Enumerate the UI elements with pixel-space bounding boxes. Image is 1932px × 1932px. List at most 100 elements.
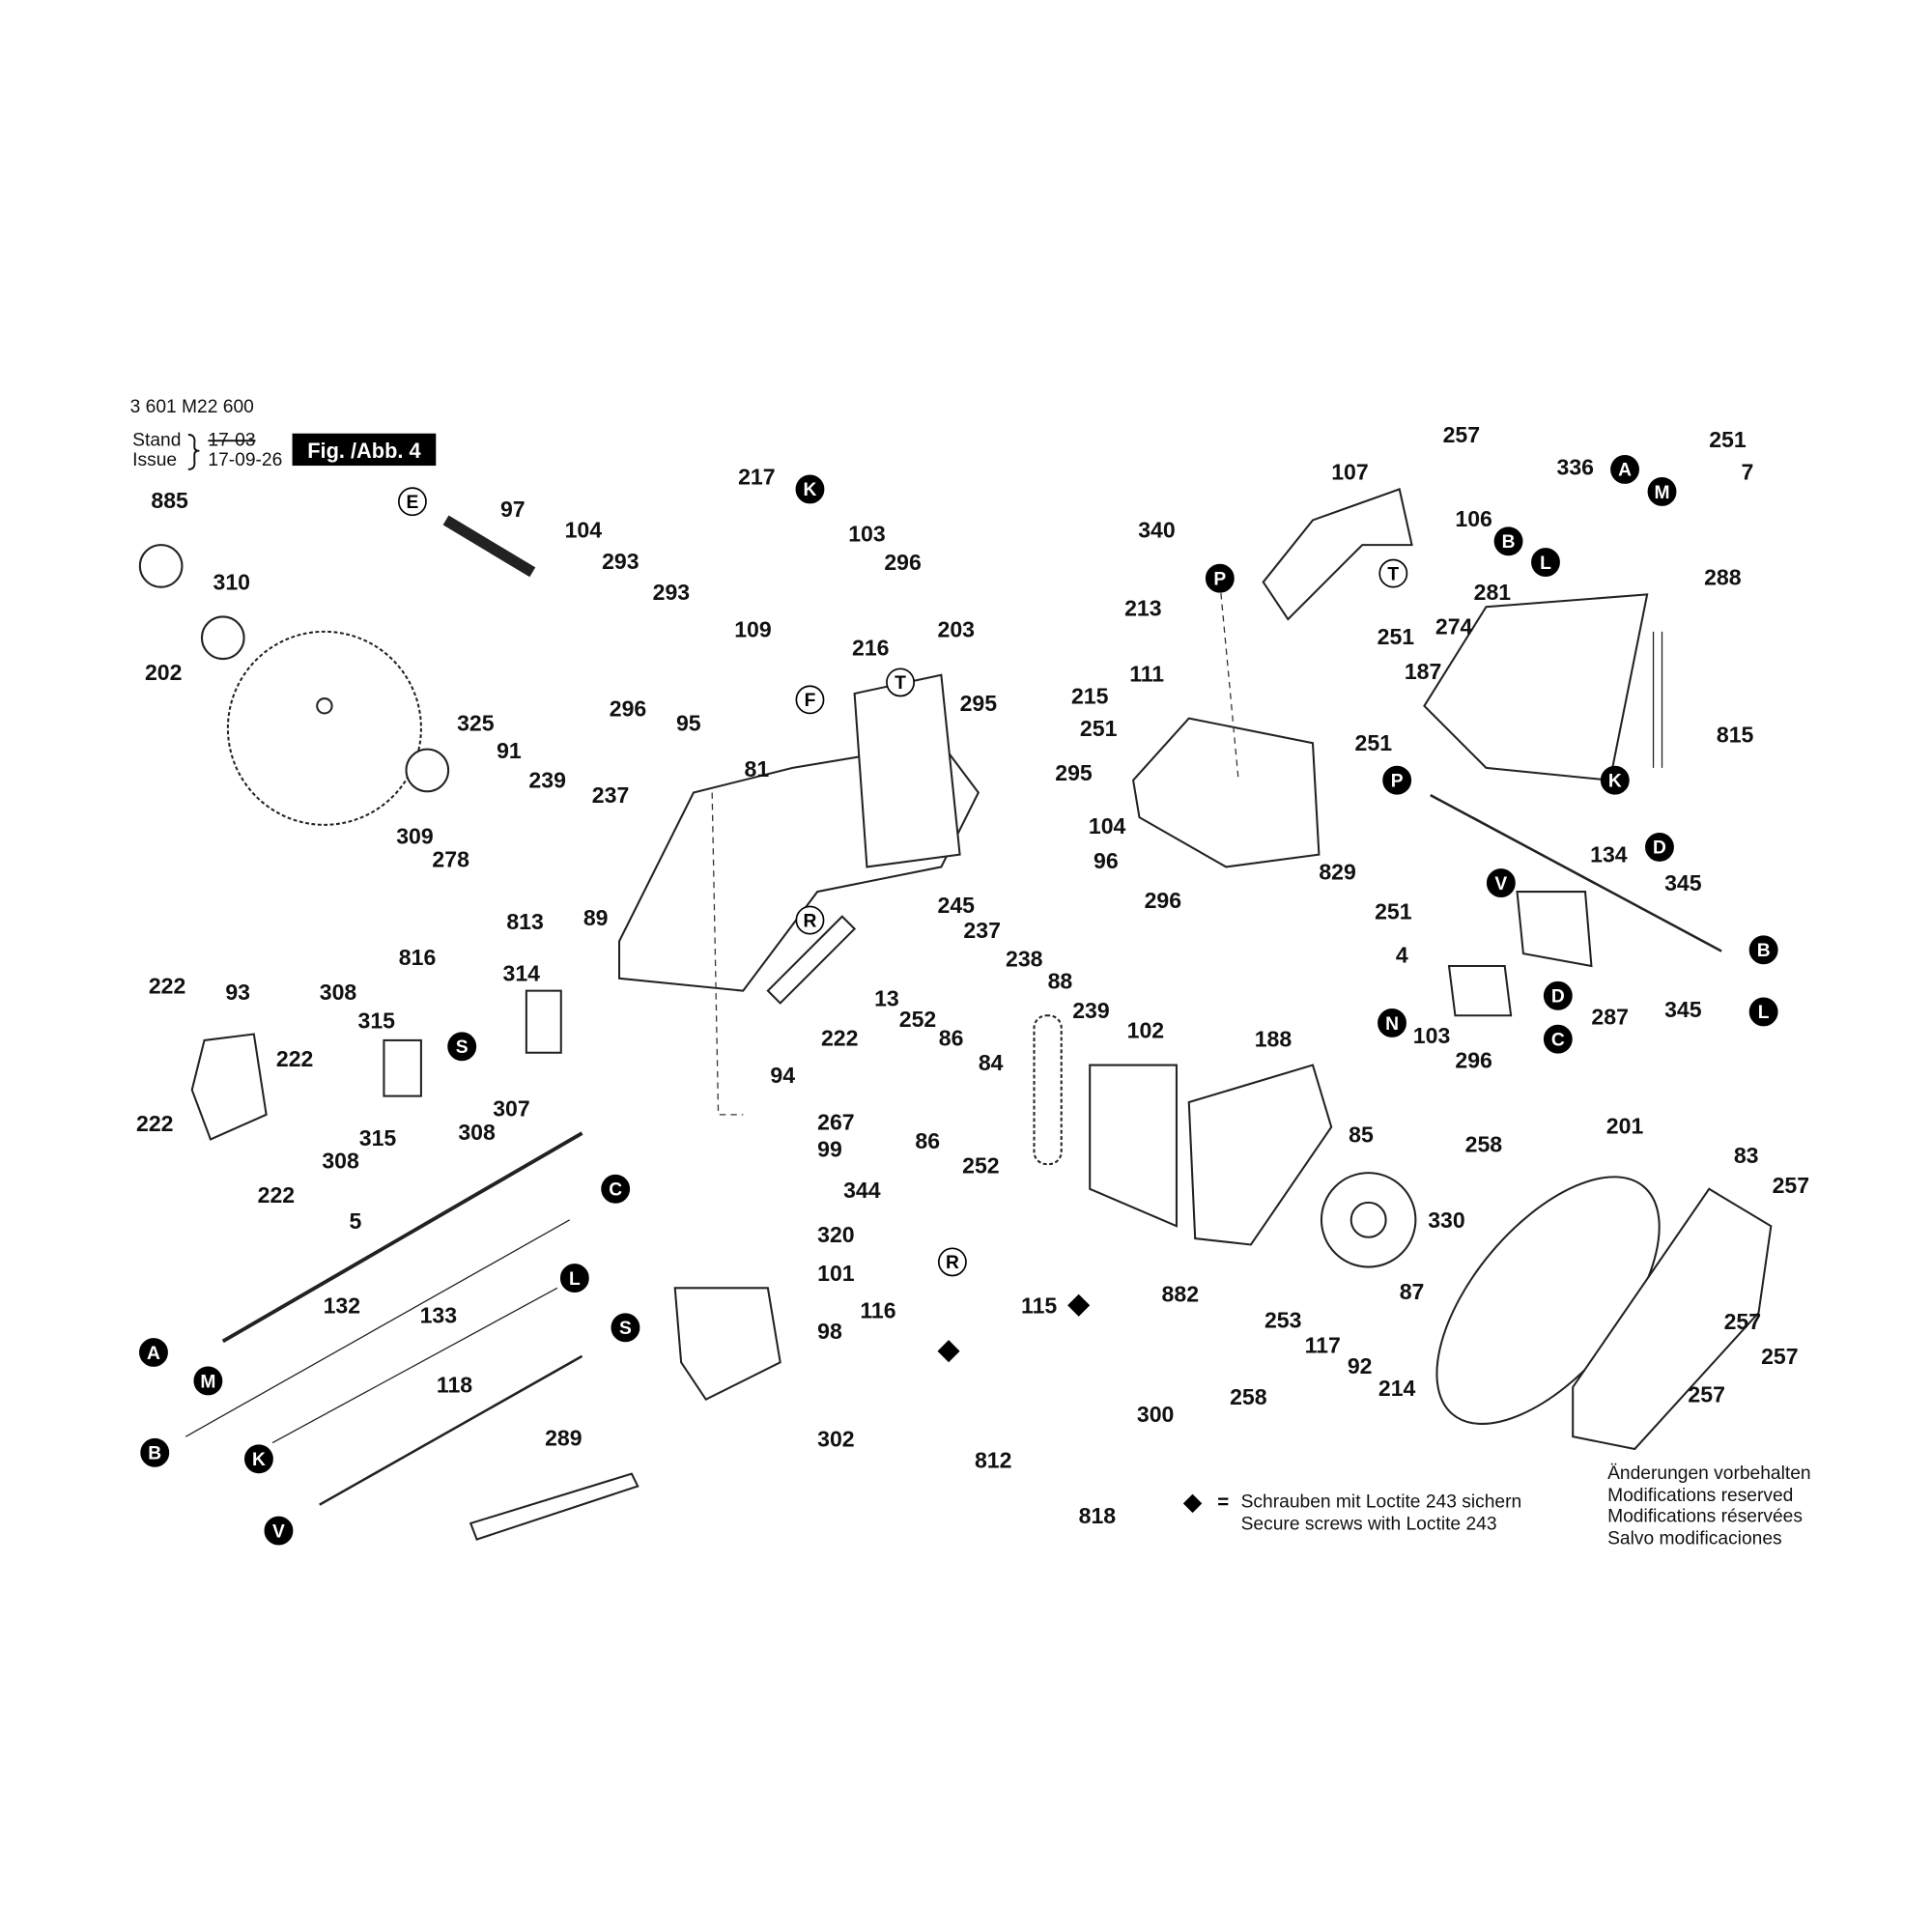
reference-letter: B [1757,941,1771,961]
reference-letter-marker [795,905,825,935]
reference-letter-marker [140,1437,170,1467]
reference-letter: K [804,480,817,500]
figure-badge-bg [292,433,437,467]
part-callout: 340 [1138,518,1175,543]
belt-cover-83 [1572,1187,1773,1451]
shaft-97 [442,515,536,578]
part-callout: 103 [848,522,885,547]
reference-letter-marker [1378,558,1408,588]
part-callout: 281 [1474,580,1512,605]
part-callout: 81 [745,756,770,781]
part-callout: 295 [1055,760,1093,785]
part-callout: 239 [528,768,565,793]
part-callout: 203 [938,616,975,641]
reference-letter-marker [1486,868,1516,898]
part-callout: 278 [432,847,469,872]
part-callout: 216 [852,636,889,661]
reference-letter: P [1213,570,1226,590]
reference-letter-marker [1531,548,1560,577]
part-callout: 816 [399,945,436,970]
part-callout: 13 [874,985,899,1010]
reference-letter-marker [1378,1009,1406,1037]
part-callout: 91 [497,738,522,763]
part-callout: 251 [1080,716,1118,741]
blade-arbor-hole [316,697,333,715]
part-callout: 98 [817,1319,842,1344]
reference-letter: L [1758,1003,1770,1023]
reference-letter: M [200,1372,215,1392]
header-block: 3 601 M22 600 Stand Issue 17-03 17-09-26… [130,397,437,470]
reference-letter-marker [244,1444,273,1474]
reference-letter-marker [1748,935,1778,965]
issue-date: 17-09-26 [208,450,282,470]
reference-letter-marker [1543,1024,1573,1054]
part-callout: 882 [1162,1282,1199,1307]
part-callout: 107 [1331,459,1368,484]
part-callout: 308 [320,980,357,1005]
flange-309 [405,748,450,793]
part-callout: 288 [1704,564,1742,589]
loctite-diamond-icon [937,1340,960,1363]
reference-letter: A [1618,461,1632,481]
reference-letter: L [569,1269,581,1290]
part-callout: 117 [1305,1332,1341,1357]
part-callout: 296 [1455,1047,1492,1072]
reference-letter-marker [1600,765,1630,795]
part-callout: 84 [979,1050,1004,1075]
issue-label: Issue [132,450,177,470]
reference-letter-marker [611,1313,640,1343]
part-callout: 252 [962,1152,999,1178]
part-callout: 86 [915,1128,940,1153]
part-callout: 83 [1734,1143,1759,1168]
part-callout: 314 [503,961,541,986]
reference-letter: B [148,1444,161,1464]
part-callout: 330 [1428,1208,1464,1233]
part-callout: 813 [506,909,543,934]
notice-line: Modifications réservées [1607,1507,1803,1527]
notice-line: Änderungen vorbehalten [1607,1463,1811,1484]
part-callout: 344 [843,1178,881,1203]
part-callout: 96 [1094,848,1119,873]
figure-badge: Fig. /Abb. 4 [307,439,420,463]
chain-88 [1033,1014,1063,1166]
part-callout: 815 [1717,722,1754,747]
part-callout: 222 [821,1025,858,1050]
part-callout: 88 [1048,968,1073,993]
cable-118 [319,1354,583,1506]
modifications-notice: Änderungen vorbehalten Modifications res… [1607,1463,1811,1549]
part-callout: 222 [258,1182,295,1208]
part-callout: 99 [817,1137,842,1162]
loctite-legend: ◆ = Schrauben mit Loctite 243 sichern Se… [1183,1489,1521,1534]
cable-132 [185,1219,571,1437]
part-callout: 133 [420,1303,457,1328]
part-callout: 4 [1396,942,1408,967]
reference-letter-marker [1493,526,1523,556]
part-callout: 251 [1375,899,1412,924]
reference-letter: R [946,1253,959,1273]
cover-93 [190,1033,268,1141]
part-callout: 109 [734,616,771,641]
reference-letter-marker [1543,980,1573,1010]
part-callout: 101 [817,1261,855,1286]
part-callout: 258 [1465,1132,1503,1157]
diamond-icon: ◆ [1183,1489,1203,1516]
part-callout: 267 [817,1110,854,1135]
reference-letter-marker [795,685,825,715]
reference-letter-marker [1382,765,1412,795]
reference-letter: C [1551,1030,1565,1050]
reference-letter-marker [397,487,427,517]
handle-base-829 [1131,717,1321,868]
part-callout: 239 [1072,998,1109,1023]
part-callout: 222 [276,1046,313,1071]
reference-letter-marker [139,1338,168,1367]
part-callout: 102 [1127,1018,1164,1043]
part-callout: 252 [899,1007,936,1032]
reference-letter-marker [1645,832,1674,862]
part-callout: 302 [817,1427,854,1452]
reference-letter: T [1387,564,1399,584]
reference-letter-marker [937,1247,967,1277]
switch-4 [1447,964,1513,1017]
assembly-line [711,792,744,1116]
